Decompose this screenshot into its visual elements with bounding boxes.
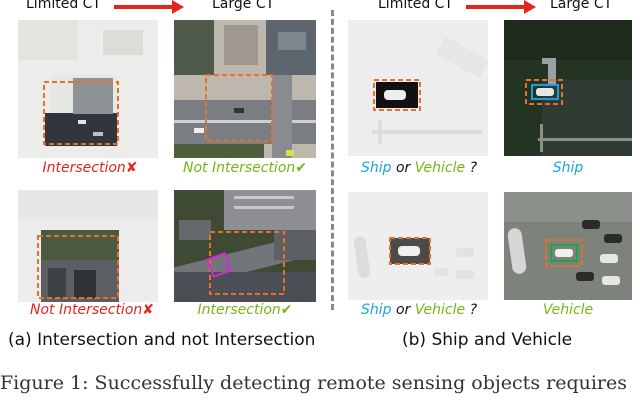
label-vehicle-answer: Vehicle bbox=[542, 302, 594, 318]
aerial-tile-limited-intersection bbox=[18, 20, 158, 158]
cross-mark-icon: ✘ bbox=[125, 160, 138, 176]
caption-intersection: (a) Intersection and not Intersection bbox=[8, 330, 316, 350]
label-ship-answer: Ship bbox=[552, 160, 584, 176]
aerial-tile-large-vehicle bbox=[504, 192, 632, 300]
label-ship-or-vehicle-row2: Ship or Vehicle ? bbox=[360, 302, 477, 318]
right-header-arrow bbox=[466, 0, 536, 14]
panel-divider bbox=[331, 10, 334, 310]
right-header-limited-ct: Limited CT bbox=[378, 0, 453, 12]
caption-ship-vehicle: (b) Ship and Vehicle bbox=[402, 330, 573, 350]
label-limited-intersection: Intersection✘ bbox=[42, 160, 138, 176]
left-header-arrow bbox=[114, 0, 184, 14]
aerial-tile-large-not-intersection bbox=[174, 20, 316, 158]
label-large-not-intersection: Not Intersection✔ bbox=[183, 160, 307, 176]
check-mark-icon: ✔ bbox=[295, 160, 307, 176]
left-header-large-ct: Large CT bbox=[212, 0, 275, 12]
label-large-intersection: Intersection✔ bbox=[197, 302, 293, 318]
label-ship-or-vehicle-row1: Ship or Vehicle ? bbox=[360, 160, 477, 176]
label-limited-not-intersection: Not Intersection✘ bbox=[30, 302, 154, 318]
check-mark-icon: ✔ bbox=[280, 302, 293, 318]
aerial-tile-large-intersection bbox=[174, 190, 316, 302]
right-header-large-ct: Large CT bbox=[550, 0, 613, 12]
figure-caption: Figure 1: Successfully detecting remote … bbox=[0, 372, 627, 394]
aerial-tile-large-ship bbox=[504, 20, 632, 156]
aerial-tile-limited-not-intersection bbox=[18, 190, 158, 302]
cross-mark-icon: ✘ bbox=[142, 302, 154, 318]
aerial-tile-limited-vehicle-query bbox=[348, 192, 488, 300]
aerial-tile-limited-ship-query bbox=[348, 20, 488, 156]
left-header-limited-ct: Limited CT bbox=[26, 0, 101, 12]
